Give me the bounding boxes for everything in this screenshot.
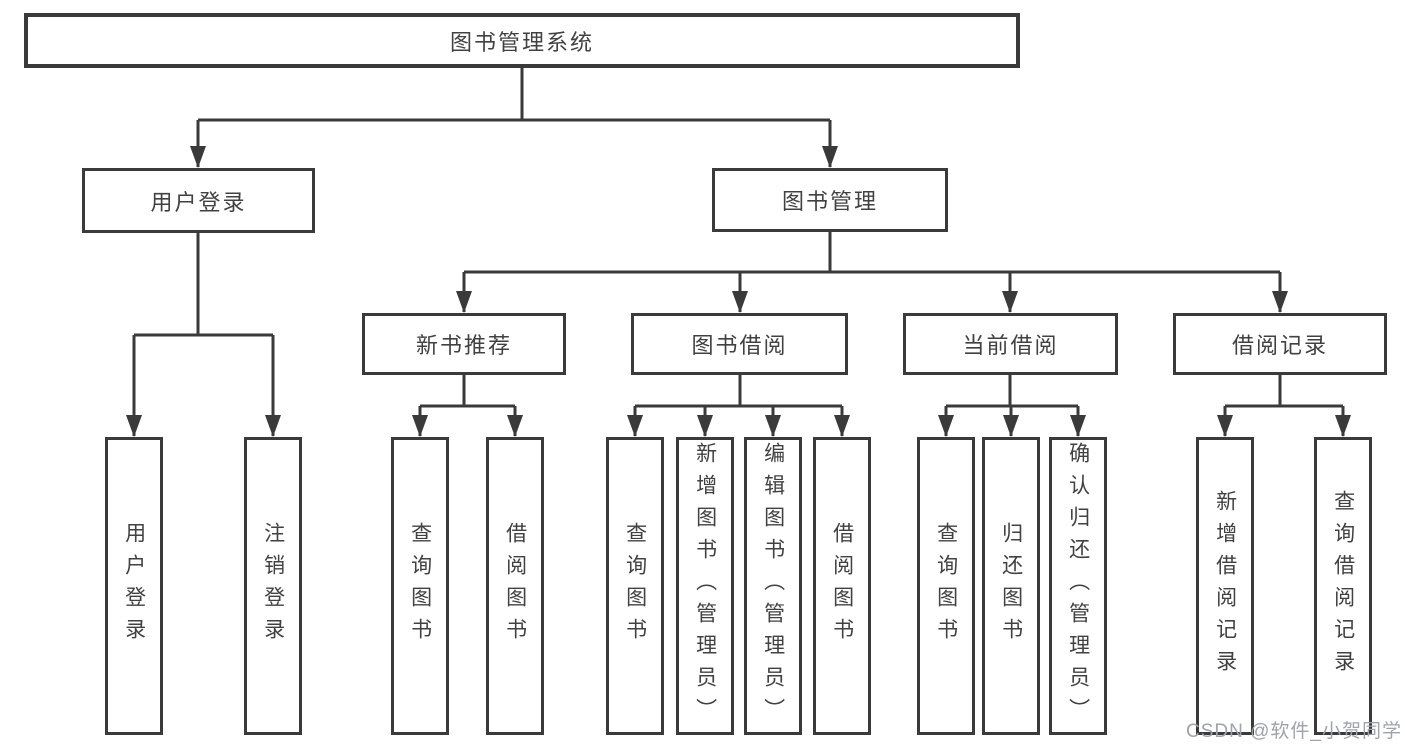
leaf-user-login: 用户登录 <box>105 437 163 735</box>
leaf-confirm-return-admin-label: 确认归还（管理员） <box>1066 442 1090 730</box>
leaf-add-borrow-record: 新增借阅记录 <box>1196 437 1254 735</box>
leaf-confirm-return-admin: 确认归还（管理员） <box>1049 437 1107 735</box>
leaf-borrow-query-books-label: 查询图书 <box>623 522 647 650</box>
node-current-borrowing: 当前借阅 <box>903 313 1118 375</box>
csdn-watermark: CSDN @软件_小贺同学 <box>1186 721 1402 742</box>
leaf-add-books-admin: 新增图书（管理员） <box>676 437 734 735</box>
leaf-borrow-query-books: 查询图书 <box>606 437 664 735</box>
node-borrowing-records: 借阅记录 <box>1173 313 1387 375</box>
node-book-management: 图书管理 <box>712 168 948 232</box>
leaf-current-query-books-label: 查询图书 <box>934 522 958 650</box>
node-user-login: 用户登录 <box>82 168 315 233</box>
leaf-return-books: 归还图书 <box>982 437 1040 735</box>
leaf-user-login-label: 用户登录 <box>122 522 146 650</box>
leaf-current-query-books: 查询图书 <box>917 437 975 735</box>
leaf-lend-books-label: 借阅图书 <box>830 522 854 650</box>
leaf-newbook-borrow-books-label: 借阅图书 <box>503 522 527 650</box>
leaf-query-borrow-record: 查询借阅记录 <box>1314 437 1372 735</box>
leaf-add-borrow-record-label: 新增借阅记录 <box>1213 490 1237 682</box>
leaf-edit-books-admin: 编辑图书（管理员） <box>744 437 802 735</box>
leaf-newbook-borrow-books: 借阅图书 <box>486 437 544 735</box>
leaf-lend-books: 借阅图书 <box>813 437 871 735</box>
leaf-newbook-query-books: 查询图书 <box>391 437 449 735</box>
leaf-add-books-admin-label: 新增图书（管理员） <box>693 442 717 730</box>
leaf-return-books-label: 归还图书 <box>999 522 1023 650</box>
leaf-edit-books-admin-label: 编辑图书（管理员） <box>761 442 785 730</box>
leaf-logout-label: 注销登录 <box>261 522 285 650</box>
node-book-borrowing: 图书借阅 <box>631 313 848 375</box>
node-new-book-recommendation: 新书推荐 <box>362 313 566 375</box>
leaf-query-borrow-record-label: 查询借阅记录 <box>1331 490 1355 682</box>
leaf-newbook-query-books-label: 查询图书 <box>408 522 432 650</box>
leaf-logout: 注销登录 <box>244 437 302 735</box>
node-library-management-system: 图书管理系统 <box>24 13 1020 68</box>
connector-elbows <box>126 68 1351 437</box>
